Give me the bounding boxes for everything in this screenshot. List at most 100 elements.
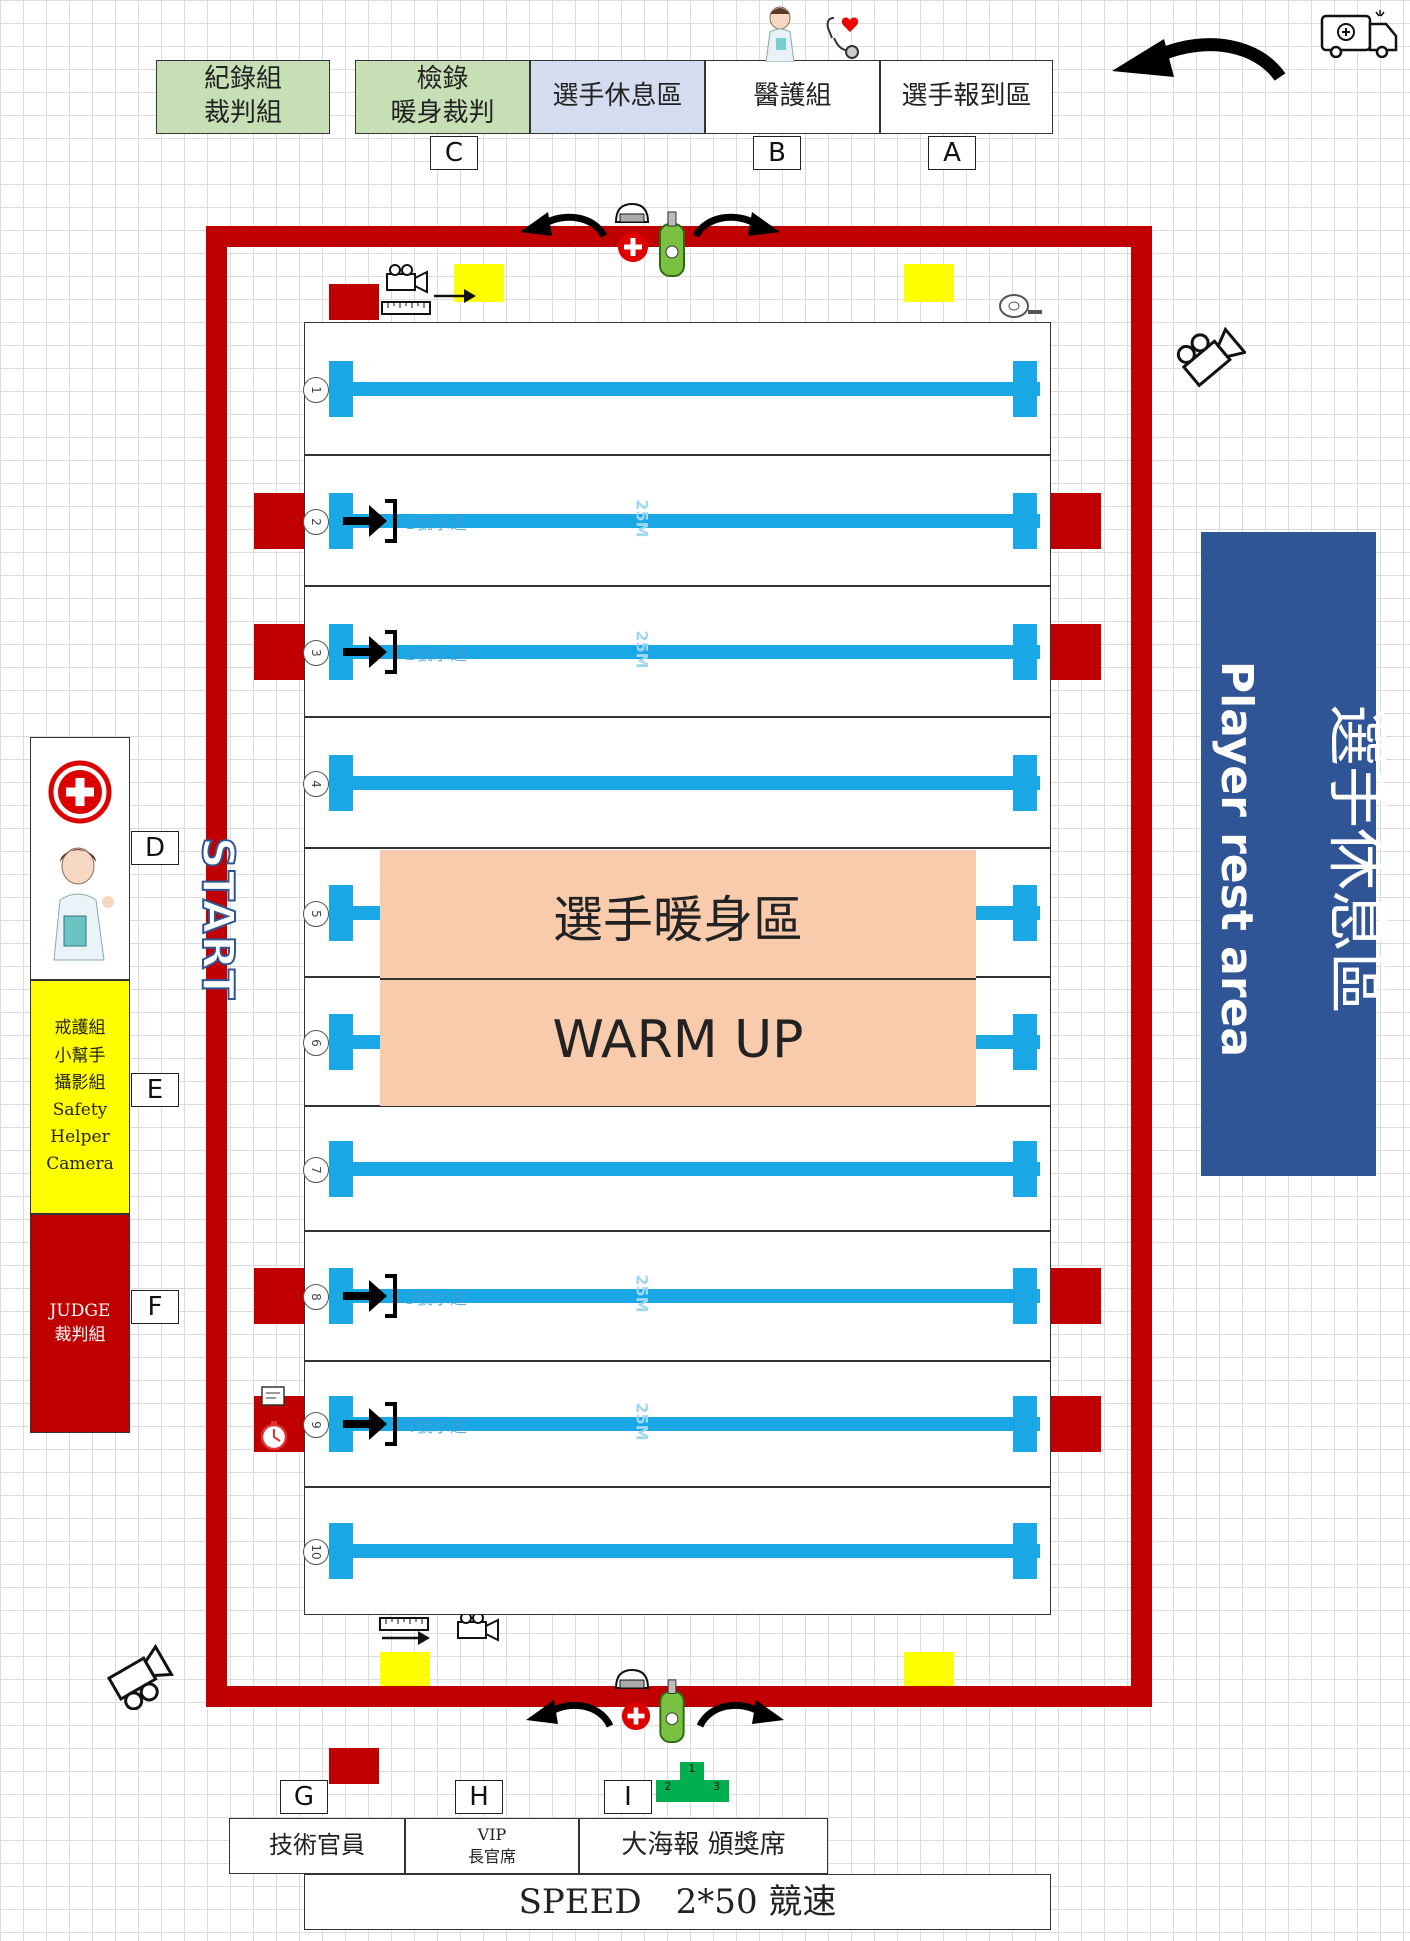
top-yellow-marker-right [904, 264, 954, 302]
lane-end-cap [1013, 623, 1037, 680]
lane-start-cap [329, 754, 353, 811]
pool-frame-right [1131, 226, 1152, 1707]
lane-4: 4 [303, 717, 1051, 848]
start-arrow-icon [343, 629, 397, 674]
checkin-label: 選手報到區 [901, 81, 1032, 112]
measuring-tape-icon [381, 289, 476, 315]
lane-distance: 25M [632, 1402, 652, 1441]
lane-end-cap [1013, 492, 1037, 549]
start-arrow-icon [343, 498, 397, 543]
letter-i: I [604, 1780, 652, 1814]
lane-7: 7 [303, 1106, 1051, 1231]
warmup-area: 選手暖身區 WARM UP [380, 850, 976, 1106]
first-aid-icon [618, 232, 648, 262]
bottom-yellow-marker-right [904, 1652, 954, 1686]
lane-number: 8 [303, 1284, 329, 1310]
start-arrow-icon [343, 1274, 397, 1318]
lane-end-cap [1013, 1523, 1037, 1579]
video-camera-icon [106, 1643, 174, 1710]
lane-rope [340, 1544, 1040, 1558]
speed-title-label: SPEED 2*50 競速 [518, 1881, 837, 1922]
lane-2: 2 1號水道 25M [303, 455, 1051, 586]
tape-measure-icon [999, 294, 1042, 318]
stethoscope-icon [826, 17, 859, 59]
lane-number: 2 [303, 508, 329, 535]
safety-helper-camera-label: 戒護組 小幫手 攝影組 Safety Helper Camera [46, 1018, 114, 1175]
medical-label: 醫護組 [753, 81, 832, 112]
lane-label: 2號水道 [405, 644, 467, 665]
lane-end-cap [1013, 754, 1037, 811]
curved-arrow-left-icon [520, 212, 608, 238]
video-camera-icon [386, 264, 428, 294]
top-player-rest-box: 選手休息區 [530, 60, 705, 134]
lane-rope [340, 644, 1040, 659]
letter-e: E [131, 1073, 179, 1107]
podium-first: 1 [680, 1762, 704, 1802]
lane-rope [340, 775, 1040, 790]
lane-end-cap [1013, 1140, 1037, 1197]
lane-start-cap [329, 884, 353, 941]
first-aid-icon [621, 1701, 651, 1731]
top-player-rest-label: 選手休息區 [552, 81, 683, 112]
safety-helper-camera-box: 戒護組 小幫手 攝影組 Safety Helper Camera [30, 980, 130, 1214]
lane-start-cap [329, 1523, 353, 1579]
lane-label: 1號水道 [405, 513, 467, 534]
lane-end-cap [1013, 1268, 1037, 1324]
lane-distance: 25M [632, 498, 652, 538]
lane-end-cap [1013, 1396, 1037, 1452]
curved-arrow-right-icon [696, 1700, 784, 1728]
lane-label: 4號水道 [405, 1417, 467, 1437]
poster-award-box: 大海報 頒獎席 [579, 1818, 828, 1874]
lane-distance: 25M [632, 1274, 652, 1313]
helmet-icon [614, 1668, 650, 1689]
start-arrow-icon [343, 1402, 397, 1446]
lane-distance: 25M [632, 629, 652, 669]
ambulance-icon [1320, 10, 1398, 58]
lane-rope [340, 1161, 1040, 1176]
lane-end-cap [1013, 1013, 1037, 1070]
lane-3-left-block [254, 623, 304, 680]
bottom-left-start-marker [329, 1748, 379, 1784]
lane-10: 10 [303, 1487, 1051, 1615]
lane-3-right-block [1051, 623, 1101, 680]
lane-1: 1 [303, 322, 1051, 455]
player-rest-area: 選手休息區 Player rest area [1201, 532, 1394, 1176]
warmup-en-label: WARM UP [552, 1010, 804, 1070]
bottom-yellow-marker-left [380, 1652, 430, 1686]
lane-start-cap [329, 1140, 353, 1197]
warmup-divider [380, 978, 976, 980]
start-label: START [191, 836, 244, 1002]
letter-h: H [455, 1780, 503, 1814]
lane-2-left-block [254, 492, 304, 549]
check-warmup-judge-box: 檢錄 暖身裁判 [355, 60, 530, 134]
check-warmup-judge-label: 檢錄 暖身裁判 [390, 64, 495, 128]
nurse-icon [53, 847, 114, 961]
lane-end-cap [1013, 884, 1037, 941]
video-camera-icon [1176, 326, 1246, 388]
record-judge-label: 紀錄組 裁判組 [203, 64, 282, 128]
oxygen-tank-icon [659, 211, 685, 277]
tech-official-box: 技術官員 [229, 1818, 405, 1874]
medical-box: 醫護組 [705, 60, 880, 134]
curved-arrow-icon [1112, 38, 1286, 81]
letter-a: A [928, 136, 976, 170]
lane-number: 6 [303, 1029, 329, 1056]
judge-box: JUDGE 裁判組 [30, 1214, 130, 1433]
lane-rope [340, 513, 1040, 528]
lane-number: 10 [303, 1539, 329, 1565]
lane-label: 3號水道 [405, 1289, 467, 1309]
lane-number: 7 [303, 1156, 329, 1183]
lane-8-right-block [1051, 1268, 1101, 1324]
rest-area-en-label: Player rest area [1211, 660, 1262, 1058]
letter-b: B [753, 136, 801, 170]
lane-8-left-block [254, 1268, 304, 1324]
record-judge-box: 紀錄組 裁判組 [156, 60, 330, 134]
medical-cross-icon [48, 760, 112, 824]
lane-9-right-block [1051, 1396, 1101, 1452]
letter-f: F [131, 1290, 179, 1324]
speed-title-box: SPEED 2*50 競速 [304, 1874, 1051, 1930]
lane-rope [340, 381, 1040, 396]
nurse-icon [765, 6, 795, 62]
curved-arrow-right-icon [692, 212, 780, 238]
